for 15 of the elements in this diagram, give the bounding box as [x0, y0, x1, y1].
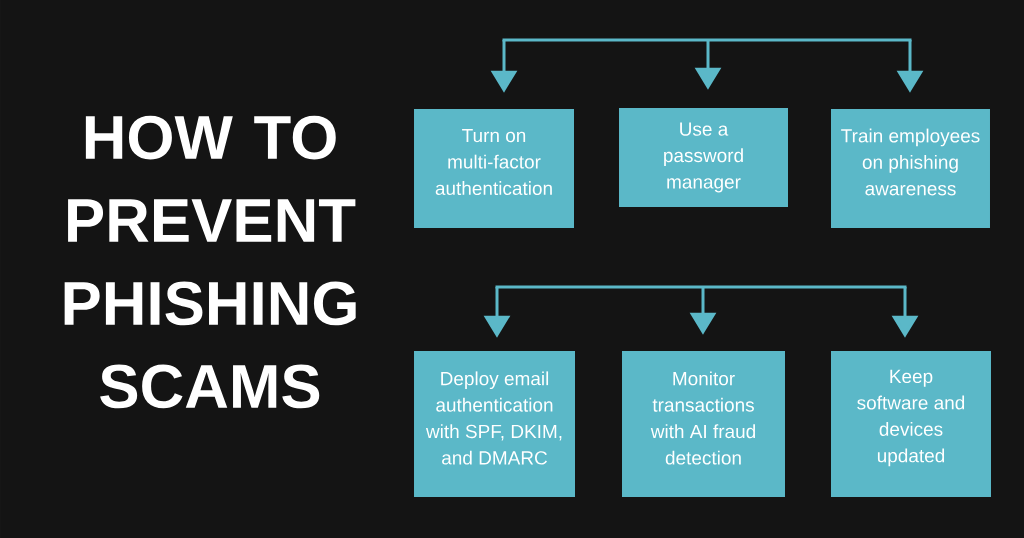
step-text: Turn on multi-factor authentication [435, 128, 552, 196]
connector-line [495, 285, 907, 289]
connector-line [502, 38, 912, 42]
step-box [414, 109, 574, 228]
step-box [622, 351, 785, 497]
step-box [831, 351, 991, 497]
step-text: Deploy email authentication with SPF, DKIM, and DMARC [425, 371, 562, 465]
step-text: Monitor transactions with AI fraud detection [650, 371, 755, 465]
step-text: Use a password manager [664, 122, 743, 193]
step-box [831, 109, 990, 228]
title: HOW TO PREVENT PHISHING SCAMS [64, 115, 356, 409]
step-box [619, 108, 788, 207]
step-box [414, 351, 575, 497]
step-text: Train employees on phishing awareness [841, 128, 980, 196]
step-text: Keep software and devices updated [857, 369, 965, 467]
